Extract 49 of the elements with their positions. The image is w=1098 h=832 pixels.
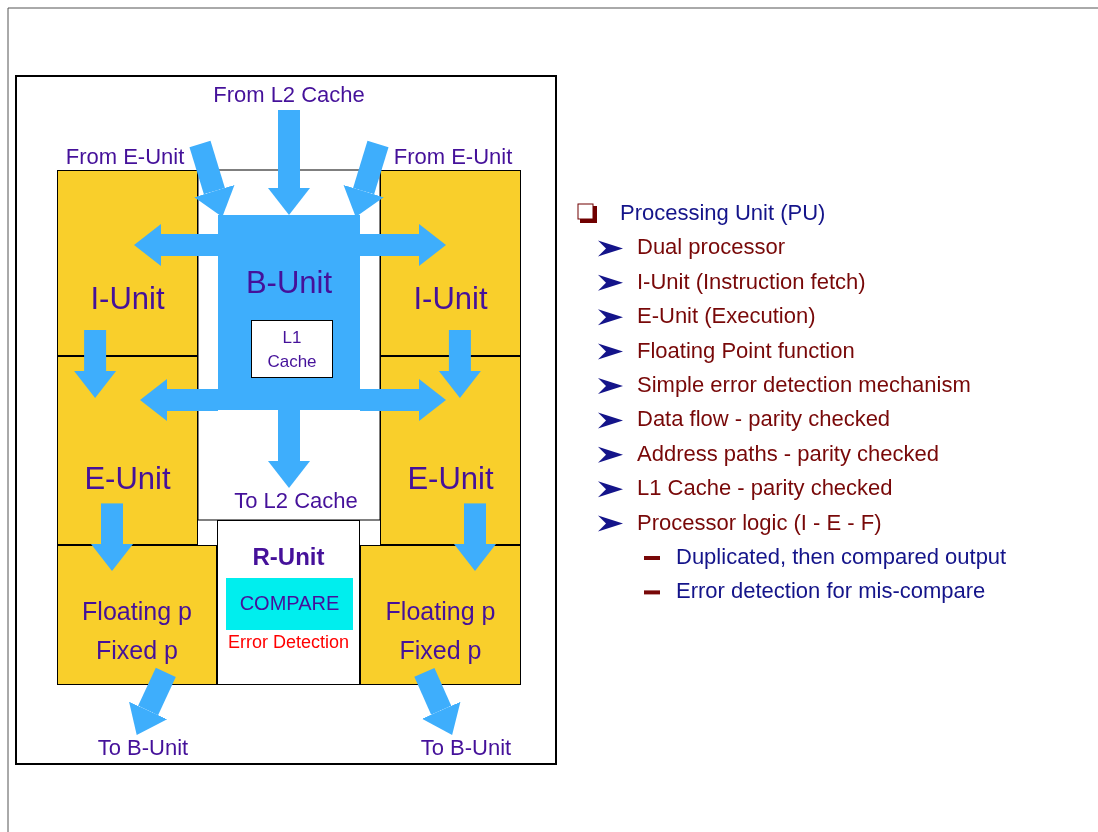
block-arrow [438, 330, 481, 398]
unit-title: E-Unit [83, 461, 172, 497]
unit-block [57, 170, 198, 356]
flow-label-text: From E-Unit [392, 144, 514, 170]
unit-note: Error Detection [226, 631, 350, 654]
unit-title: L1 Cache [266, 327, 318, 373]
list-item: L1 Cache - parity checked [637, 475, 893, 502]
flow-label-text: To L2 Cache [233, 488, 359, 514]
block-arrow [140, 379, 219, 421]
list-item: Simple error detection mechanism [637, 372, 971, 398]
block-arrow [414, 667, 461, 735]
unit-block [380, 170, 521, 356]
list-item: Data flow - parity checked [637, 406, 891, 433]
flow-label-text: To B-Unit [96, 735, 190, 761]
block-arrow [268, 410, 310, 488]
block-arrow [454, 503, 496, 571]
flow-label-text: From L2 Cache [212, 82, 366, 108]
block-arrow [360, 379, 446, 421]
cache-block [251, 320, 333, 378]
unit-title: Floating p Fixed p [81, 596, 193, 666]
list-item: Address paths - parity checked [637, 440, 940, 467]
unit-title: Floating p Fixed p [384, 596, 497, 666]
block-arrow [91, 503, 133, 571]
unit-title: COMPARE [238, 592, 341, 615]
unit-title: B-Unit [244, 265, 334, 301]
unit-title: R-Unit [251, 545, 326, 568]
unit-block [217, 520, 360, 685]
unit-title: E-Unit [406, 461, 495, 497]
list-item: Error detection for mis-compare [676, 578, 986, 605]
list-item: Processor logic (I - E - F) [637, 509, 882, 536]
list-item: Dual processor [637, 234, 785, 261]
block-arrow [360, 224, 446, 266]
list-item: E-Unit (Execution) [637, 303, 816, 330]
block-arrow [134, 224, 218, 266]
list-item: I-Unit (Instruction fetch) [637, 268, 866, 295]
block-arrow [129, 667, 176, 735]
flow-label-text: To B-Unit [419, 735, 513, 761]
compare-block [226, 578, 353, 630]
list-item: Floating Point function [637, 337, 855, 364]
list-item: Duplicated, then compared output [676, 544, 1007, 570]
unit-title: I-Unit [89, 281, 166, 317]
flow-label-text: From E-Unit [64, 144, 186, 170]
block-arrow [268, 110, 310, 215]
unit-block [360, 545, 521, 685]
block-arrow [74, 330, 117, 398]
list-heading: Processing Unit (PU) [620, 200, 826, 226]
unit-title: I-Unit [412, 281, 489, 317]
unit-block [57, 545, 217, 685]
bus-unit-block [218, 215, 360, 410]
